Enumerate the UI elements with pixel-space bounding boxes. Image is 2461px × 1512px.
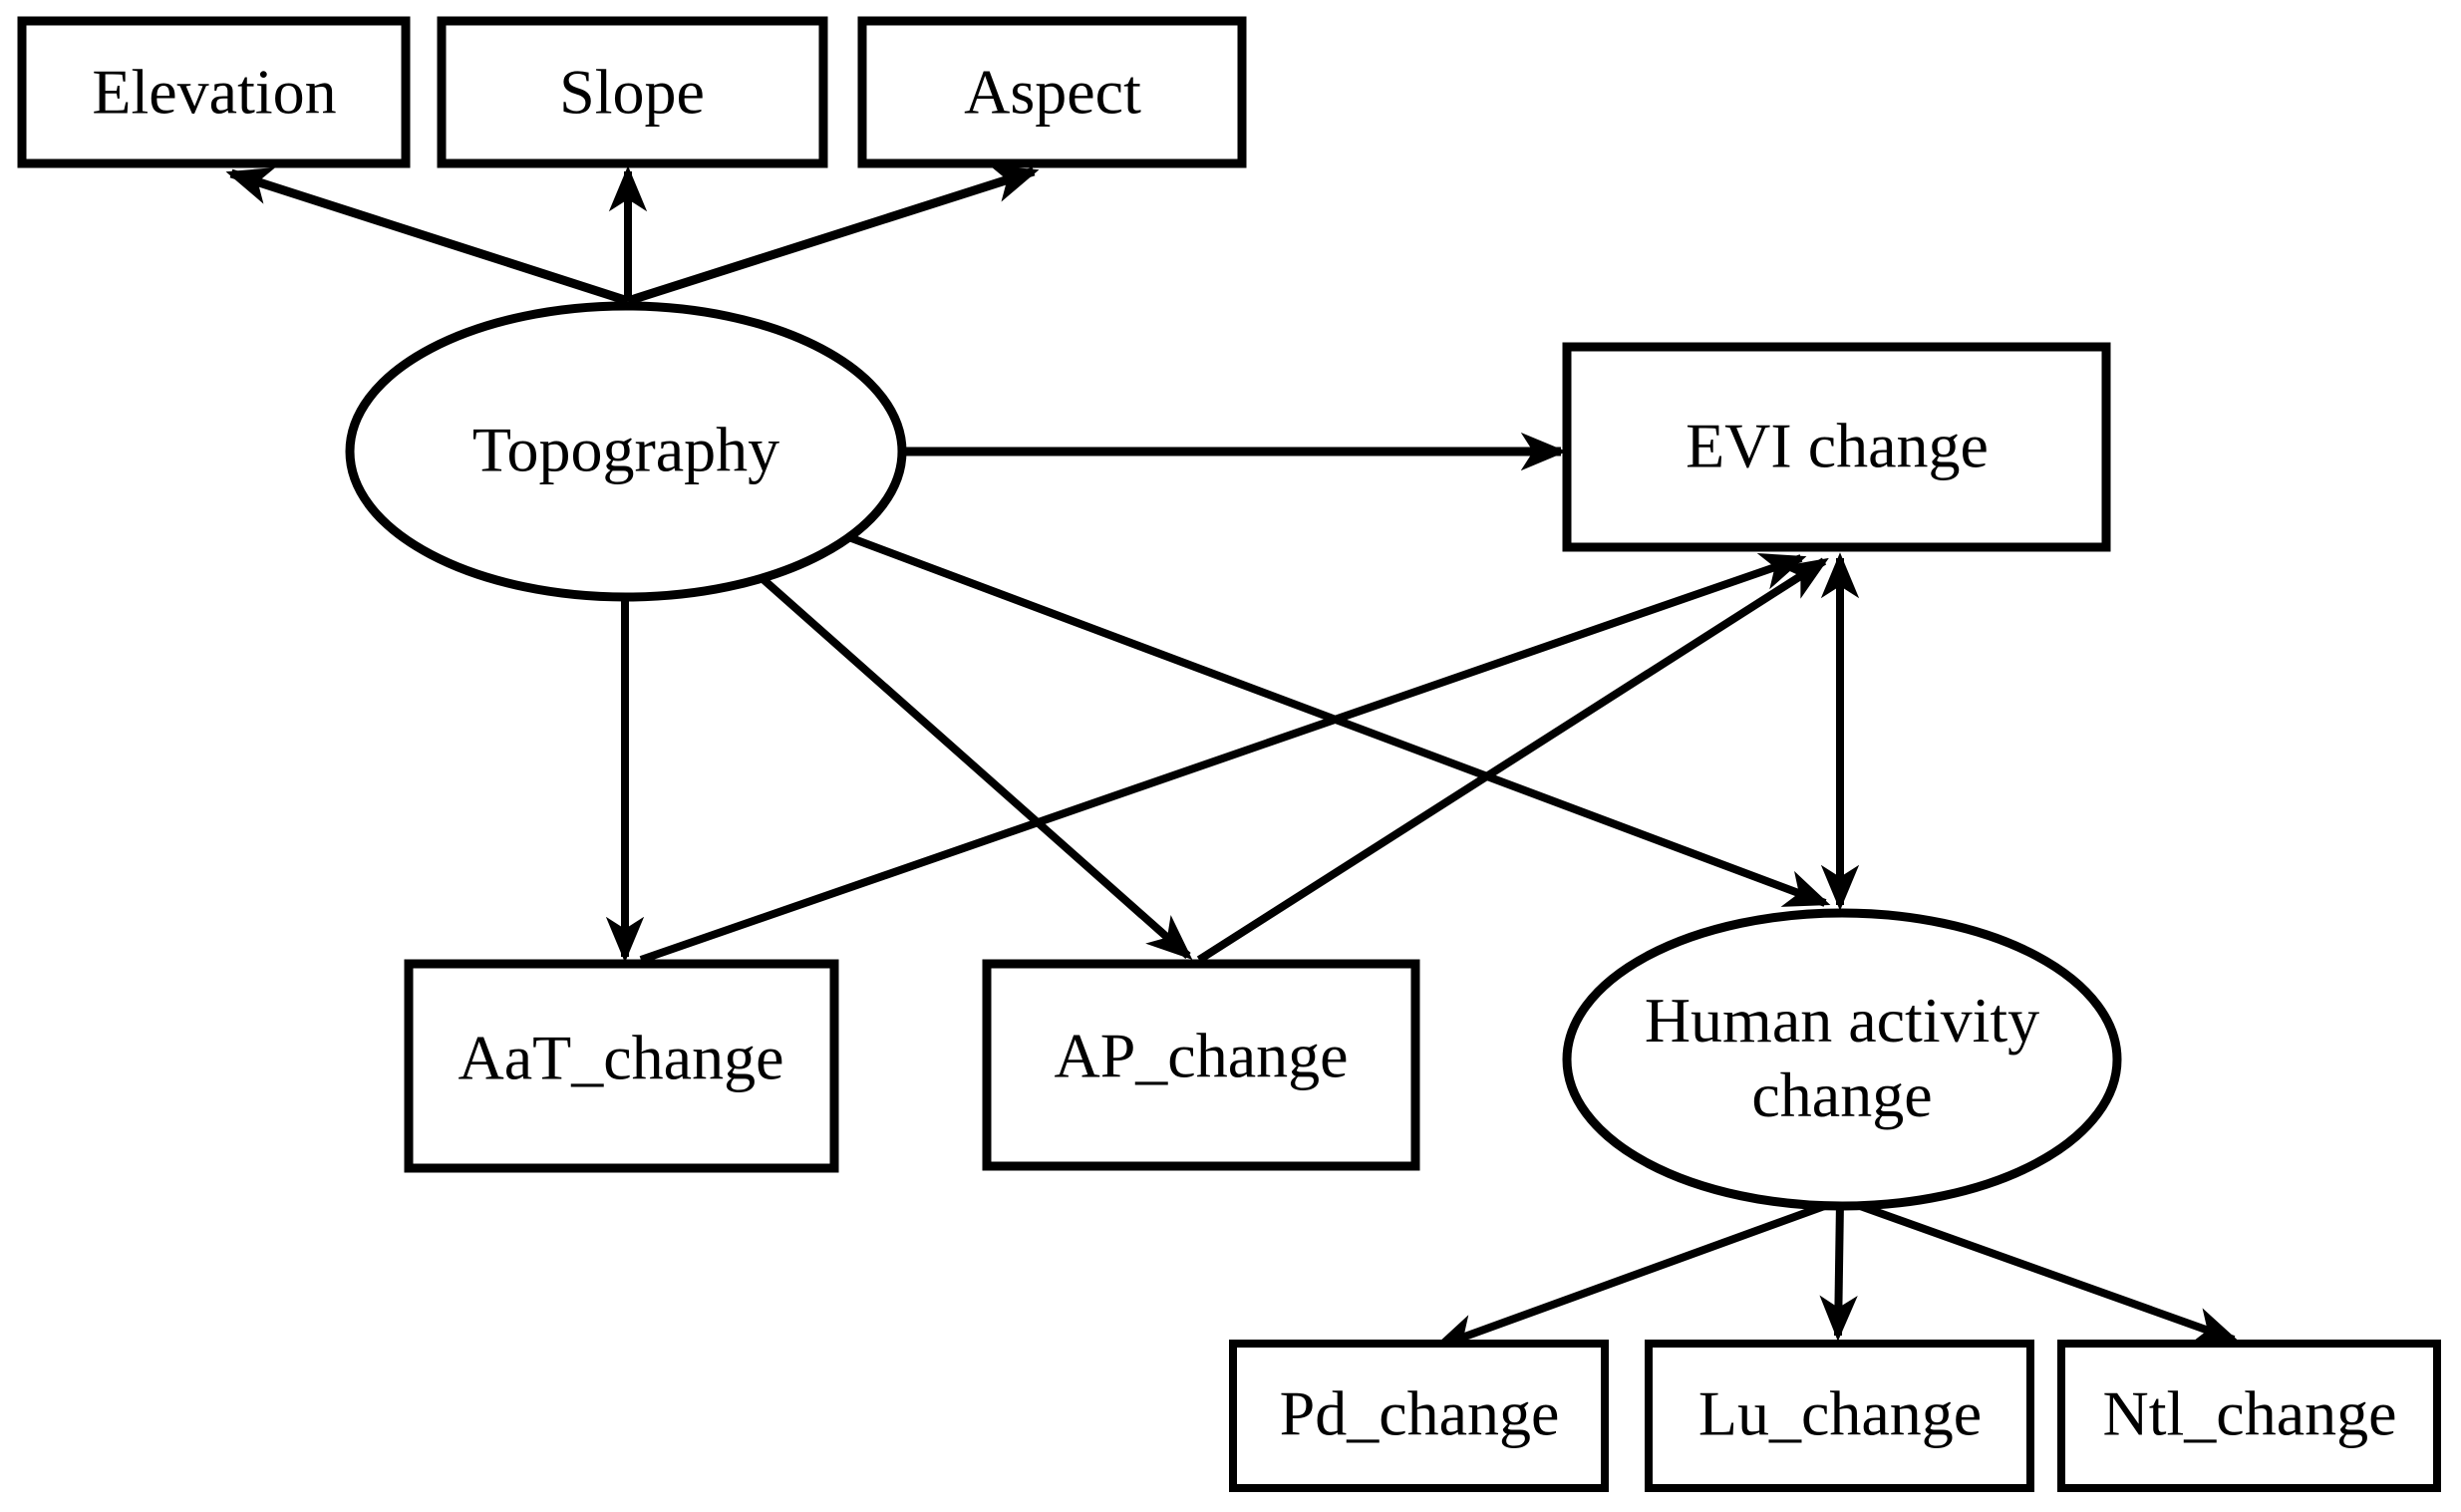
aspect-box: [857, 16, 1247, 168]
edge-topography-elevation: [225, 167, 630, 306]
node-shape-group: [17, 16, 2441, 1492]
pd-change-box: [1229, 1340, 1609, 1492]
slope-box: [437, 16, 828, 168]
elevation-label: Elevation: [92, 56, 337, 128]
topography-label: Topography: [471, 414, 780, 485]
edge-aat-change-evi-change: [639, 553, 1807, 964]
lu-change-box: [1645, 1340, 2034, 1492]
edge-topography-aspect: [626, 164, 1040, 306]
evi-change-box: [1562, 342, 2111, 552]
elevation-box: [17, 16, 411, 168]
evi-change-label: EVI change: [1686, 410, 1989, 481]
aat-change-label: AaT_change: [458, 1022, 784, 1093]
edge-human-activity-change-pd-change: [1431, 1188, 1865, 1352]
human-activity-change-ellipse: [1562, 908, 2122, 1211]
edge-ap-change-evi-change: [1196, 557, 1829, 964]
pd-change-label: Pd_change: [1279, 1377, 1560, 1449]
ntl-change-label: Ntl_change: [2102, 1377, 2397, 1449]
edge-human-activity-change-lu-change: [1819, 1201, 1858, 1342]
aat-change-box: [404, 959, 839, 1173]
edge-human-activity-change-ntl-change: [1819, 1188, 2240, 1345]
human-activity-change-label-line2: change: [1751, 1059, 1933, 1130]
topography-ellipse: [345, 301, 907, 602]
ntl-change-box: [2057, 1340, 2441, 1492]
human-activity-change-label: Human activity change: [1645, 984, 2039, 1133]
ap-change-box: [982, 959, 1420, 1171]
edge-group: [225, 164, 2240, 1352]
ap-change-label: AP_change: [1054, 1020, 1349, 1091]
human-activity-change-label-line1: Human activity: [1644, 985, 2040, 1057]
edge-topography-ap-change: [757, 573, 1193, 960]
slope-label: Slope: [559, 56, 705, 128]
lu-change-label: Lu_change: [1697, 1377, 1983, 1449]
aspect-label: Aspect: [964, 56, 1141, 128]
